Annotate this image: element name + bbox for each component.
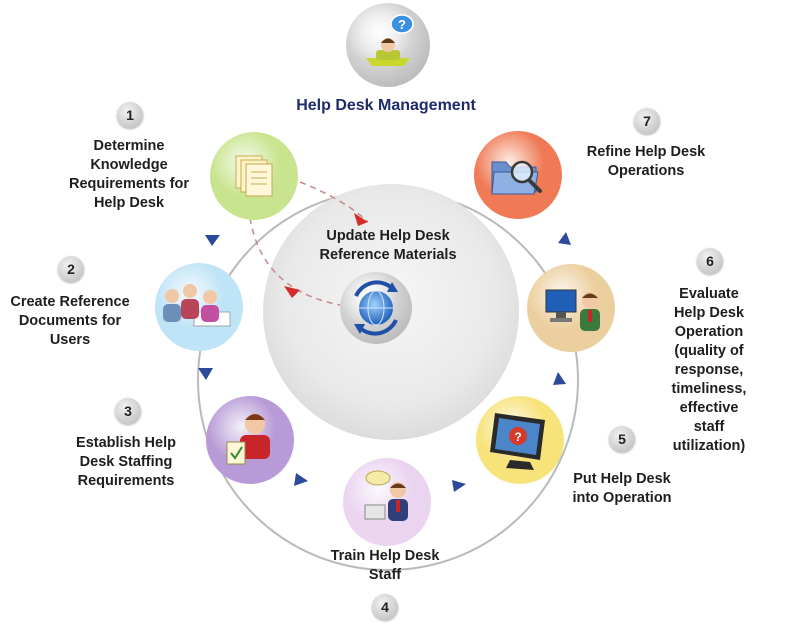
helpdesk-agent-icon: ? [366,14,414,66]
step-4-label: Train Help Desk Staff [330,548,440,583]
step-1-label: Determine Knowledge Requirements for Hel… [68,138,190,211]
step-5-node: ? [476,396,564,484]
step-3-node [206,396,294,484]
step-4-number: 4 [372,594,398,620]
evaluator-icon [545,289,600,331]
arrow-4-5 [452,480,466,492]
step-7-node [474,131,562,219]
step-2-label: Create Reference Documents for Users [10,294,130,348]
step-2-number: 2 [58,256,84,282]
arrow-6-7 [558,232,571,245]
refresh-globe-icon [354,280,398,336]
diagram-title: Help Desk Management [296,97,476,114]
dashed-connector-lower [249,217,341,306]
dashed-arrowhead-lower [284,286,300,298]
arrow-3-4 [294,473,308,486]
helpdesk-agent-node: ? [346,3,430,87]
center-label: Update Help Desk Reference Materials [319,228,457,263]
step-6-node [527,264,615,352]
monitor-question-icon: ? [490,413,545,470]
svg-text:?: ? [514,430,521,444]
step-2-node [155,263,243,351]
dashed-arrowhead-upper [354,213,368,226]
step-3-number: 3 [115,398,141,424]
svg-text:?: ? [398,17,406,32]
step-5-label: Put Help Desk into Operation [572,471,672,506]
documents-icon [235,155,273,197]
step-1-node [210,132,298,220]
step-5-number: 5 [609,426,635,452]
step-6-number: 6 [697,248,723,274]
center-globe-node [340,272,412,344]
step-6-label: Evaluate Help Desk Operation (quality of… [671,286,747,454]
arrow-2-3 [198,368,213,380]
trainer-icon [364,470,408,521]
step-4-node [343,458,431,546]
staff-checklist-icon [226,414,270,465]
users-group-icon [163,284,231,327]
cycle-arrows [198,232,571,492]
folder-search-icon [491,160,542,195]
arrow-1-2 [205,235,220,246]
step-7-label: Refine Help Desk Operations [586,144,706,179]
step-7-number: 7 [634,108,660,134]
step-3-label: Establish Help Desk Staffing Requirement… [76,435,176,489]
arrow-5-6 [553,372,566,385]
step-1-number: 1 [117,102,143,128]
